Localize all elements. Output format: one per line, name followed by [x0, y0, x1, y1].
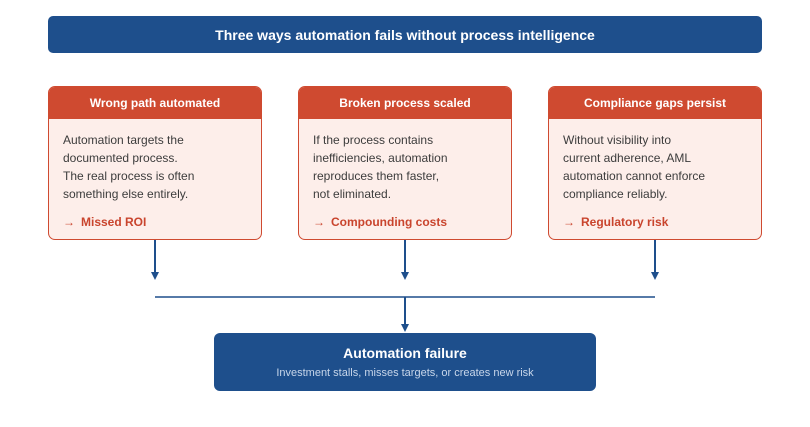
card-description: Automation targets the documented proces… [49, 119, 261, 211]
card-outcome: → Missed ROI [49, 215, 261, 229]
card-outcome-label: Regulatory risk [581, 215, 669, 229]
card-header: Broken process scaled [299, 87, 511, 119]
card-title: Compliance gaps persist [583, 96, 727, 110]
card-text-line: The real process is often [63, 169, 195, 183]
card-text-line: documented process. [63, 151, 178, 165]
card-title: Broken process scaled [339, 96, 471, 110]
card-header: Wrong path automated [49, 87, 261, 119]
card-outcome-label: Compounding costs [331, 215, 447, 229]
card-text-line: compliance reliably. [563, 187, 668, 201]
diagram-title: Three ways automation fails without proc… [215, 26, 595, 43]
card-text-line: inefficiencies, automation [313, 151, 448, 165]
right-arrow-icon: → [63, 215, 75, 229]
card-text-line: Without visibility into [563, 133, 672, 147]
result-subtitle: Investment stalls, misses targets, or cr… [276, 367, 534, 379]
card-text-line: not eliminated. [313, 187, 392, 201]
card-header: Compliance gaps persist [549, 87, 761, 119]
diagram-title-banner: Three ways automation fails without proc… [48, 16, 762, 53]
card-outcome: → Compounding costs [299, 215, 511, 229]
card-wrong-path: Wrong path automated Automation targets … [48, 86, 262, 240]
result-box: Automation failure Investment stalls, mi… [214, 333, 596, 391]
card-title: Wrong path automated [89, 96, 221, 110]
card-outcome: → Regulatory risk [549, 215, 761, 229]
card-text-line: reproduces them faster, [313, 169, 440, 183]
card-compliance-gaps: Compliance gaps persist Without visibili… [548, 86, 762, 240]
card-text-line: current adherence, AML [563, 151, 692, 165]
card-text-line: automation cannot enforce [563, 169, 706, 183]
card-description: If the process contains inefficiencies, … [299, 119, 511, 211]
card-text-line: something else entirely. [63, 187, 189, 201]
right-arrow-icon: → [563, 215, 575, 229]
card-text-line: Automation targets the [63, 133, 184, 147]
card-description: Without visibility into current adherenc… [549, 119, 761, 211]
card-text-line: If the process contains [313, 133, 434, 147]
right-arrow-icon: → [313, 215, 325, 229]
card-outcome-label: Missed ROI [81, 215, 147, 229]
card-broken-process: Broken process scaled If the process con… [298, 86, 512, 240]
result-title: Automation failure [343, 345, 467, 361]
